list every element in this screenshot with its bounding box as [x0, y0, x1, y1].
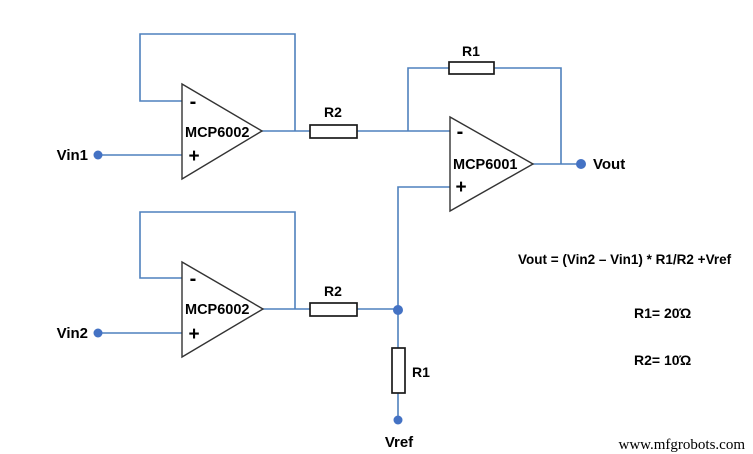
node-vin1: [93, 150, 103, 160]
opamp-buffer2-triangle: [181, 260, 265, 359]
node-vref: [393, 415, 403, 425]
r2-top-label: R2: [324, 104, 342, 120]
buffer2-minus-pin: -: [190, 268, 197, 290]
output-opamp-part-label: MCP6001: [453, 157, 517, 173]
buffer2-plus-pin: +: [188, 324, 199, 345]
watermark-text: www.mfgrobots.com: [618, 437, 745, 453]
wire-u1-feedback-loop: [139, 33, 296, 131]
node-junction: [393, 305, 403, 315]
r1-value-annotation: R1= 20Ώ: [634, 305, 692, 321]
resistor-r2-top-body: [309, 124, 358, 139]
resistor-r2-bottom-body: [309, 302, 358, 317]
wire-u2-feedback-loop: [139, 211, 296, 309]
buffer2-part-label: MCP6002: [185, 302, 249, 318]
resistor-r1-feedback-body: [448, 61, 495, 75]
vout-label: Vout: [593, 156, 625, 173]
vin2-label: Vin2: [57, 325, 88, 342]
vin1-label: Vin1: [57, 147, 88, 164]
opamp-output-triangle: [449, 115, 535, 213]
output-opamp-minus-pin: -: [457, 121, 464, 143]
wire-u3-feedback-left: [407, 67, 449, 131]
output-opamp-plus-pin: +: [455, 177, 466, 198]
r1-vref-label: R1: [412, 364, 430, 380]
transfer-function-formula: Vout = (Vin2 – Vin1) * R1/R2 +Vref: [518, 252, 732, 267]
wire-u3-feedback-right: [494, 67, 562, 164]
node-vout: [576, 159, 586, 169]
r2-bottom-label: R2: [324, 283, 342, 299]
vref-label: Vref: [385, 434, 414, 451]
node-vin2: [93, 328, 103, 338]
resistor-r1-vref-body: [391, 347, 406, 394]
buffer1-plus-pin: +: [188, 146, 199, 167]
buffer1-minus-pin: -: [190, 91, 197, 113]
r2-value-annotation: R2= 10Ώ: [634, 352, 692, 368]
opamp-buffer1-triangle: [181, 82, 264, 181]
wire-u3-plus-to-r1: [397, 186, 450, 348]
buffer1-part-label: MCP6002: [185, 125, 249, 141]
r1-feedback-label: R1: [462, 43, 480, 59]
